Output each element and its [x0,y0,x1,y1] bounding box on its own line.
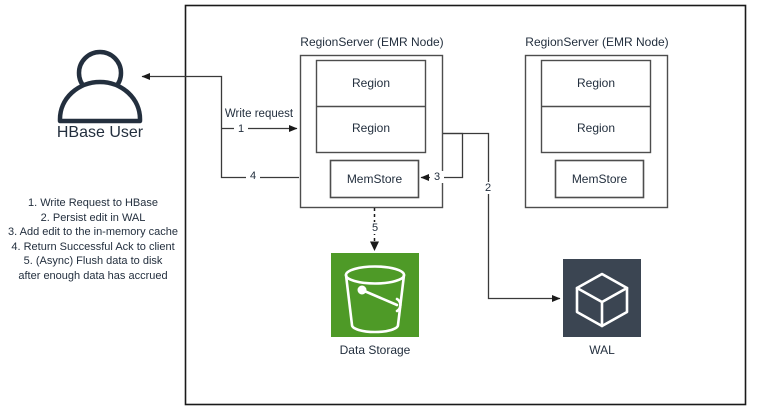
edge-write-request-label: Write request [224,108,294,120]
step-line-2: 2. Persist edit in WAL [40,211,146,224]
person-icon [57,49,143,124]
step-line-4: 4. Return Successful Ack to client [11,240,175,253]
edge-ack-client [141,73,299,179]
outer-boundary-frame [184,4,747,406]
regionserver-1-memstore-label: MemStore [346,172,403,186]
edge-ack-client-number: 4 [246,170,260,182]
s3-bucket-icon [331,253,419,337]
edge-persist-wal [443,132,561,302]
regionserver-2-memstore-label: MemStore [571,172,628,186]
regionserver-1-shape [299,54,444,209]
edge-async-flush-number: 5 [368,222,382,234]
step-line-3: 3. Add edit to the in-memory cache [8,226,178,239]
steps-legend: 1. Write Request to HBase 2. Persist edi… [0,196,186,284]
cube-icon [563,259,641,337]
edge-persist-wal-number: 2 [481,182,495,194]
regionserver-1-title: RegionServer (EMR Node) [300,35,444,49]
step-line-5: 5. (Async) Flush data to disk [23,255,163,268]
step-line-1: 1. Write Request to HBase [27,197,159,209]
regionserver-2-region-2-label: Region [576,121,616,135]
regionserver-2-region-1-label: Region [576,76,616,90]
regionserver-2-title: RegionServer (EMR Node) [525,35,669,49]
step-line-6: after enough data has accrued [18,269,168,282]
regionserver-1-region-2-label: Region [351,121,391,135]
edge-write-request-number: 1 [234,123,248,135]
edge-memstore-add-number: 3 [430,171,444,183]
wal-label: WAL [589,343,615,357]
actor-label: HBase User [56,124,144,141]
regionserver-2-shape [524,54,669,209]
storage-label: Data Storage [339,343,411,357]
regionserver-1-region-1-label: Region [351,76,391,90]
